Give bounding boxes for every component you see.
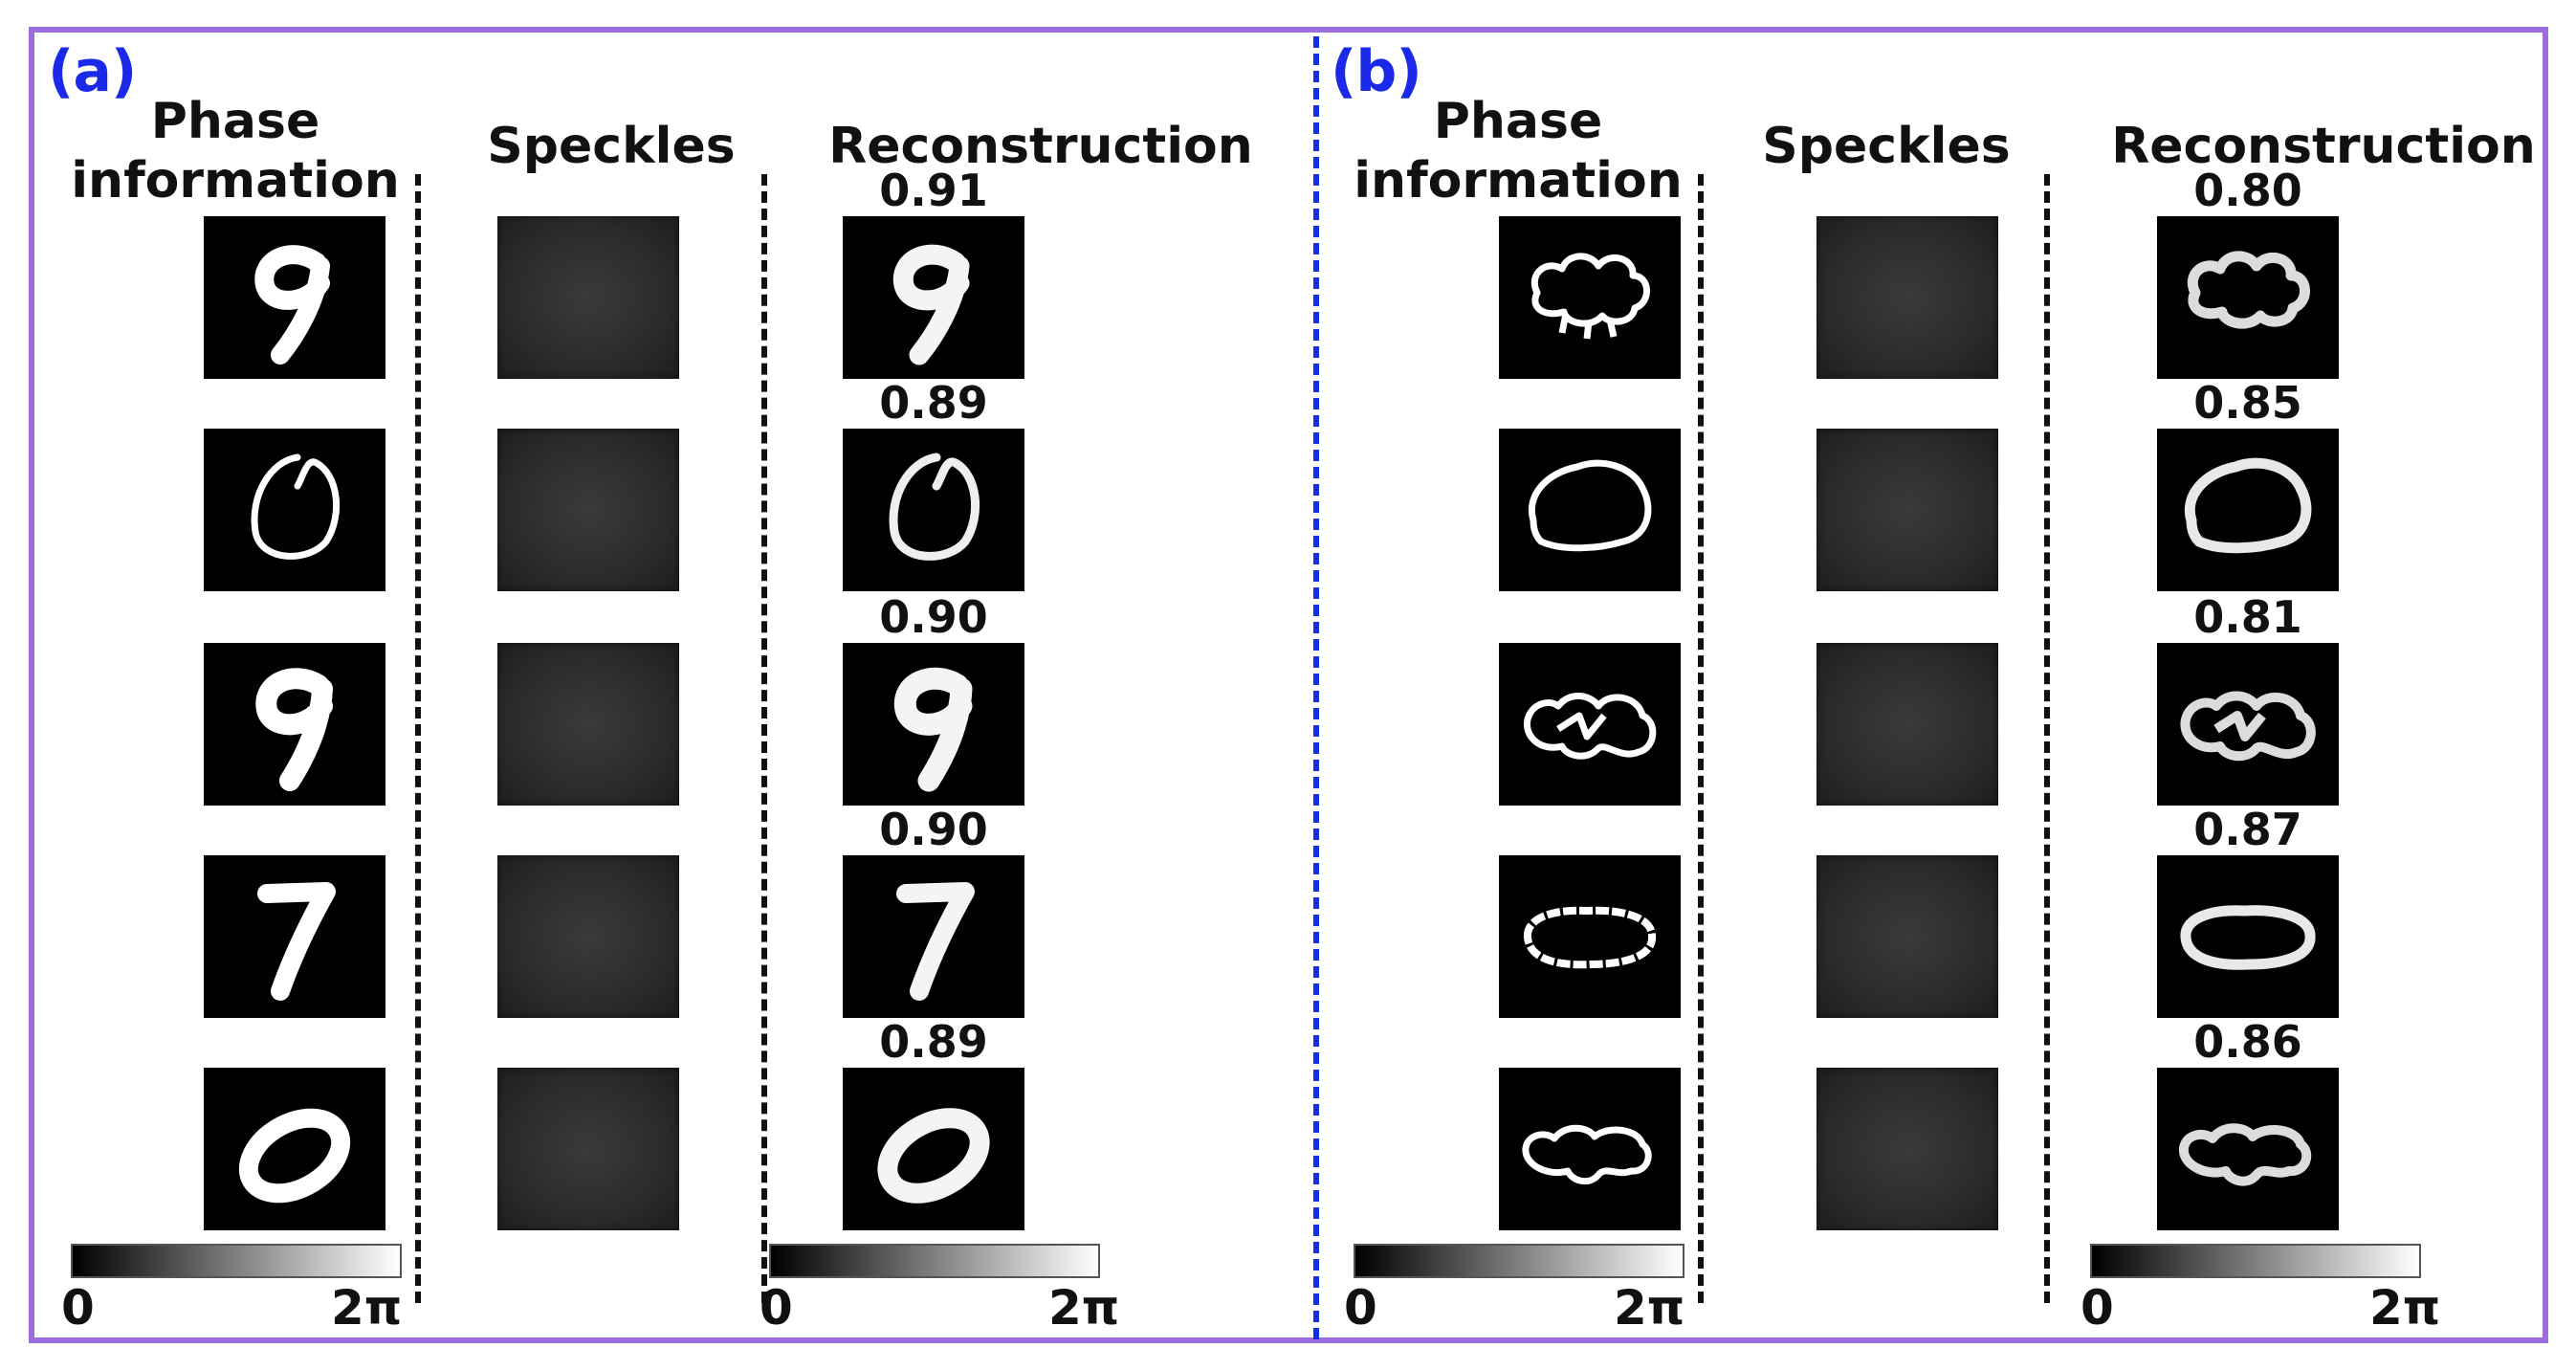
- phase-image-cloud: [1499, 429, 1681, 591]
- reconstruction-score: 0.89: [879, 377, 988, 429]
- reconstruction-score: 0.87: [2193, 804, 2302, 855]
- reconstruction-score: 0.89: [879, 1016, 988, 1068]
- phase-colorbar: [71, 1244, 402, 1278]
- colorbar-min-label: 0: [760, 1280, 793, 1336]
- figure-frame: (a) Phase information Speckles Reconstru…: [29, 27, 2548, 1343]
- phase-image-cloud: [1499, 643, 1681, 806]
- reconstruction-colorbar: [769, 1244, 1100, 1278]
- phase-image-cloud: [1499, 1068, 1681, 1230]
- reconstruction-score: 0.80: [2193, 165, 2302, 216]
- colorbar-min-label: 0: [2081, 1280, 2114, 1336]
- phase-header: Phase information: [1354, 93, 1683, 210]
- colorbar-max-label: 2π: [1614, 1280, 1685, 1336]
- reconstruction-header: Reconstruction: [828, 118, 1253, 175]
- reconstruction-image-cloud: [2157, 855, 2339, 1018]
- phase-image-digit-0: [204, 1068, 385, 1230]
- speckle-pattern: [1816, 216, 1998, 379]
- reconstruction-header: Reconstruction: [2111, 118, 2536, 175]
- reconstruction-image-digit-9: [843, 643, 1024, 806]
- reconstruction-score: 0.91: [879, 165, 988, 216]
- column-divider: [1698, 174, 1704, 1303]
- reconstruction-image-digit-0: [843, 429, 1024, 591]
- speckle-pattern: [1816, 1068, 1998, 1230]
- phase-image-cloud: [1499, 216, 1681, 379]
- colorbar-max-label: 2π: [1048, 1280, 1120, 1336]
- colorbar-min-label: 0: [61, 1280, 95, 1336]
- speckle-pattern: [1816, 429, 1998, 591]
- phase-header: Phase information: [71, 93, 400, 210]
- speckle-pattern: [497, 855, 679, 1018]
- panel-label: (b): [1331, 38, 1422, 105]
- column-divider: [2044, 174, 2050, 1303]
- speckle-pattern: [1816, 643, 1998, 806]
- phase-image-digit-7: [204, 855, 385, 1018]
- phase-image-digit-9: [204, 216, 385, 379]
- phase-image-digit-0: [204, 429, 385, 591]
- reconstruction-score: 0.86: [2193, 1016, 2302, 1068]
- colorbar-max-label: 2π: [2369, 1280, 2441, 1336]
- phase-image-digit-9: [204, 643, 385, 806]
- panel-label: (a): [48, 38, 137, 105]
- speckle-pattern: [497, 429, 679, 591]
- speckles-header: Speckles: [1762, 118, 2011, 175]
- speckle-pattern: [497, 643, 679, 806]
- phase-image-cloud: [1499, 855, 1681, 1018]
- reconstruction-image-digit-0: [843, 1068, 1024, 1230]
- reconstruction-image-digit-9: [843, 216, 1024, 379]
- speckle-pattern: [1816, 855, 1998, 1018]
- reconstruction-image-cloud: [2157, 1068, 2339, 1230]
- panel-b: (b) Phase information Speckles Reconstru…: [1317, 33, 2576, 1337]
- speckle-pattern: [497, 216, 679, 379]
- reconstruction-score: 0.85: [2193, 377, 2302, 429]
- speckles-header: Speckles: [487, 118, 736, 175]
- speckle-pattern: [497, 1068, 679, 1230]
- reconstruction-image-cloud: [2157, 216, 2339, 379]
- column-divider: [761, 174, 767, 1303]
- reconstruction-score: 0.90: [879, 804, 988, 855]
- column-divider: [415, 174, 421, 1303]
- reconstruction-score: 0.81: [2193, 591, 2302, 643]
- panel-a: (a) Phase information Speckles Reconstru…: [34, 33, 1317, 1337]
- reconstruction-image-digit-7: [843, 855, 1024, 1018]
- panel-divider: [1313, 36, 1319, 1339]
- reconstruction-colorbar: [2090, 1244, 2421, 1278]
- reconstruction-image-cloud: [2157, 429, 2339, 591]
- reconstruction-score: 0.90: [879, 591, 988, 643]
- phase-colorbar: [1354, 1244, 1684, 1278]
- colorbar-max-label: 2π: [331, 1280, 403, 1336]
- reconstruction-image-cloud: [2157, 643, 2339, 806]
- colorbar-min-label: 0: [1344, 1280, 1377, 1336]
